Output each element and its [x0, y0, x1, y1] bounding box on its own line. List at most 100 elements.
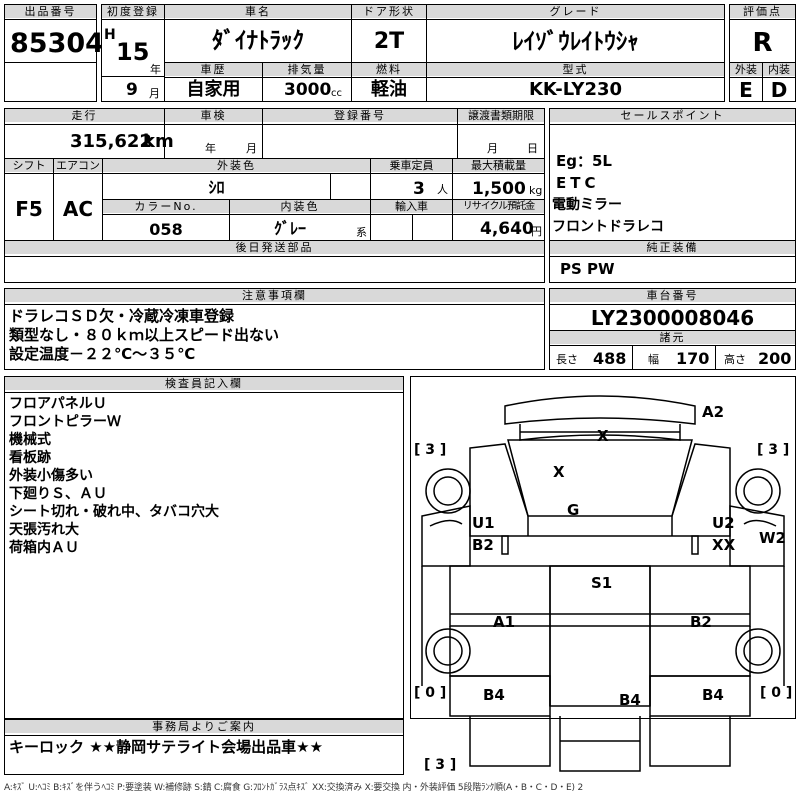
door-type: 2T: [373, 29, 405, 54]
genuine-equipment: PS PW: [560, 260, 615, 278]
exterior-grade-label: 外装: [730, 63, 762, 76]
lot-number-label: 出品番号: [5, 5, 96, 18]
max-load: 1,500: [472, 179, 526, 199]
registration-number-label: 登録番号: [263, 109, 457, 122]
interior-color: ｸﾞﾚｰ: [274, 219, 307, 238]
registration-month: 9: [126, 80, 138, 100]
vehicle-history: 自家用: [186, 79, 241, 100]
office-notice-label: 事務局よりご案内: [5, 720, 403, 733]
notes-label: 注意事項欄: [5, 289, 544, 302]
sales-point: ETC: [556, 174, 600, 192]
length-label: 長さ: [556, 353, 578, 366]
damage-mark: XX: [712, 536, 736, 554]
tire-front-right: [ 3 ]: [757, 442, 790, 458]
car-name: ﾀﾞｲﾅﾄﾗｯｸ: [212, 28, 304, 54]
transfer-day-unit: 日: [527, 142, 538, 155]
history-label: 車歴: [165, 63, 262, 76]
damage-legend: A:ｷｽﾞ U:ﾍｺﾐ B:ｷｽﾞを伴うﾍｺﾐ P:要塗装 W:補修跡 S:錆 …: [4, 783, 583, 793]
damage-mark: U1: [472, 514, 495, 532]
grade-label: グレード: [427, 5, 724, 18]
exterior-color: ｼﾛ: [208, 178, 225, 197]
first-registration-label: 初度登録: [102, 5, 164, 18]
inspector-line: 外装小傷多い: [9, 468, 93, 484]
damage-mark: X: [597, 427, 609, 445]
year-unit: 年: [150, 63, 161, 76]
max-load-unit: kg: [529, 184, 543, 197]
sales-points-label: セールスポイント: [550, 109, 795, 122]
damage-mark: X: [553, 463, 565, 481]
damage-mark: B4: [619, 691, 641, 709]
inspector-line: フロントピラーＷ: [9, 414, 121, 430]
height: 200: [758, 349, 792, 368]
lot-number-box: [4, 4, 97, 102]
inspector-line: 下廻りＳ、ＡＵ: [9, 486, 107, 502]
fuel: 軽油: [371, 79, 407, 100]
main-header-box: [164, 4, 725, 102]
recycle-deposit: 4,640: [480, 219, 534, 239]
damage-diagram-box: [410, 376, 796, 719]
capacity-label: 乗車定員: [371, 159, 452, 172]
color-number: 058: [149, 220, 183, 239]
later-parts-label: 後日発送部品: [5, 241, 544, 254]
damage-mark: A2: [702, 403, 725, 421]
height-label: 高さ: [724, 353, 746, 366]
interior-grade-label: 内装: [763, 63, 795, 76]
damage-mark: B4: [702, 686, 724, 704]
car-name-label: 車名: [165, 5, 351, 18]
fuel-label: 燃料: [352, 63, 426, 76]
sales-point: 電動ミラー: [552, 197, 622, 213]
genuine-equipment-label: 純正装備: [550, 241, 795, 254]
note-line: ドラレコＳＤ欠・冷蔵冷凍車登録: [9, 307, 235, 325]
capacity: 3: [413, 179, 425, 199]
tire-spare: [ 3 ]: [424, 757, 457, 773]
aircon-label: エアコン: [54, 159, 102, 172]
model-code: KK-LY230: [528, 79, 623, 100]
inspection-month-unit: 月: [246, 142, 257, 155]
damage-mark: B4: [483, 686, 505, 704]
era: H: [104, 27, 116, 43]
lot-number: 85304: [10, 28, 104, 59]
shift: F5: [15, 197, 43, 221]
inspector-label: 検査員記入欄: [5, 377, 403, 390]
inspection-year-unit: 年: [205, 142, 216, 155]
model-label: 型式: [427, 63, 724, 76]
grade: ﾚｲｿﾞｳﾚｲﾄｳｼｬ: [512, 29, 639, 55]
overall-score: R: [752, 28, 773, 58]
month-unit: 月: [149, 87, 160, 100]
damage-mark: U2: [712, 514, 735, 532]
mileage: 315,622: [70, 131, 152, 152]
inspector-line: シート切れ・破れ中、タバコ穴大: [9, 504, 219, 520]
truck-diagram: [421, 395, 785, 772]
interior-color-unit: 系: [356, 226, 367, 239]
capacity-unit: 人: [437, 183, 448, 196]
transfer-deadline-label: 譲渡書類期限: [458, 109, 544, 122]
interior-grade: D: [770, 78, 788, 102]
registration-year: 15: [116, 38, 150, 66]
exterior-color-label: 外装色: [103, 159, 370, 172]
damage-mark: G: [567, 501, 580, 519]
inspector-line: 荷箱内ＡＵ: [9, 540, 79, 556]
chassis-number: LY2300008046: [590, 306, 755, 330]
shift-label: シフト: [5, 159, 53, 172]
note-line: 設定温度－２２℃～３５℃: [9, 345, 196, 363]
transfer-month-unit: 月: [487, 142, 498, 155]
max-load-label: 最大積載量: [453, 159, 544, 172]
width-label: 幅: [648, 353, 659, 366]
color-number-label: カラーNo.: [103, 200, 229, 213]
score-label: 評価点: [730, 5, 795, 18]
recycle-unit: 円: [531, 225, 542, 238]
sales-point: フロントドラレコ: [552, 219, 664, 235]
inspector-line: 機械式: [9, 432, 51, 448]
tire-rear-left: [ 0 ]: [414, 685, 447, 701]
aircon: AC: [62, 197, 94, 221]
mileage-unit: km: [143, 131, 174, 152]
damage-mark: W2: [759, 529, 786, 547]
damage-mark: S1: [591, 574, 613, 592]
interior-color-label: 内装色: [230, 200, 370, 213]
door-label: ドア形状: [352, 5, 426, 18]
inspector-line: 天張汚れ大: [9, 522, 79, 538]
tire-rear-right: [ 0 ]: [760, 685, 793, 701]
exterior-grade: E: [739, 78, 753, 102]
tire-front-left: [ 3 ]: [414, 442, 447, 458]
displacement-unit: cc: [331, 88, 342, 99]
